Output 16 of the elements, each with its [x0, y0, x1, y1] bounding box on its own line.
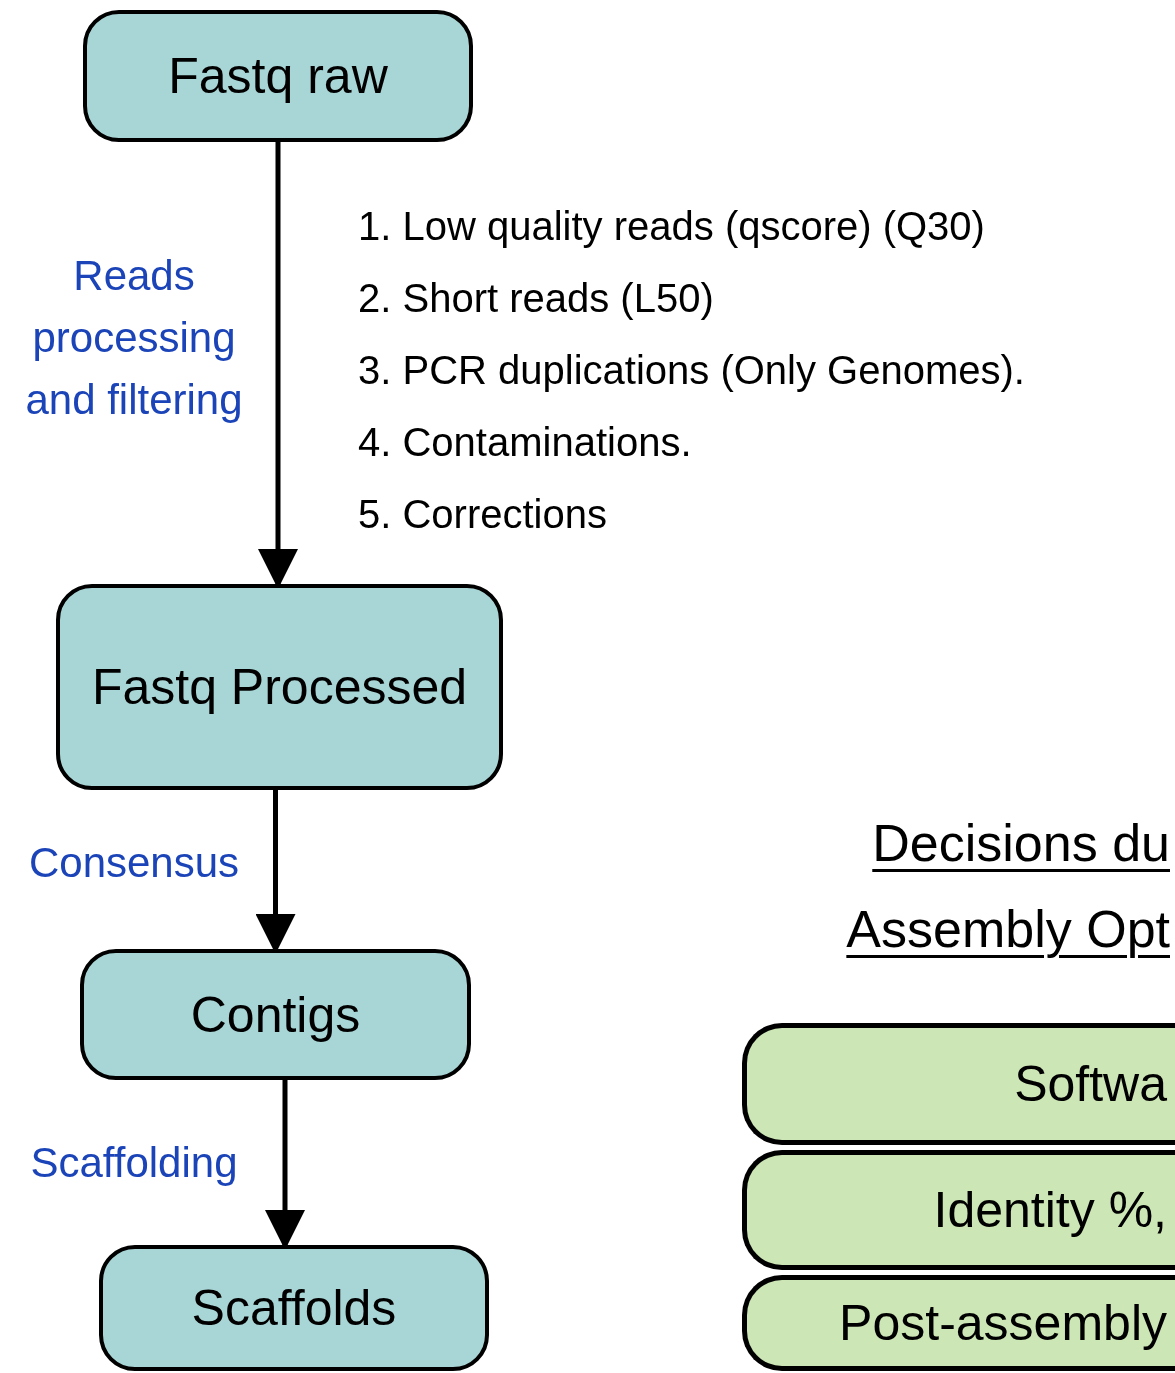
- list-item: 1. Low quality reads (qscore) (Q30): [358, 203, 986, 250]
- option-box: Identity %,: [742, 1150, 1175, 1270]
- process-box: Fastq Processed: [56, 584, 503, 790]
- option-box: Post-assembly: [742, 1275, 1175, 1371]
- edge-label: Consensus: [27, 838, 241, 888]
- process-box: Fastq raw: [83, 10, 473, 142]
- process-box: Scaffolds: [99, 1245, 489, 1371]
- edge-label: Scaffolding: [29, 1138, 239, 1188]
- list-item: 3. PCR duplications (Only Genomes).: [358, 347, 1025, 394]
- process-box: Contigs: [80, 949, 471, 1080]
- list-item: 2. Short reads (L50): [358, 275, 715, 322]
- option-box: Softwa: [742, 1023, 1175, 1145]
- heading: Decisions du Assembly Opt: [845, 813, 1170, 960]
- list-item: 5. Corrections: [358, 491, 608, 538]
- edge-label: Reads processing and filtering: [24, 251, 244, 425]
- list-item: 4. Contaminations.: [358, 419, 693, 466]
